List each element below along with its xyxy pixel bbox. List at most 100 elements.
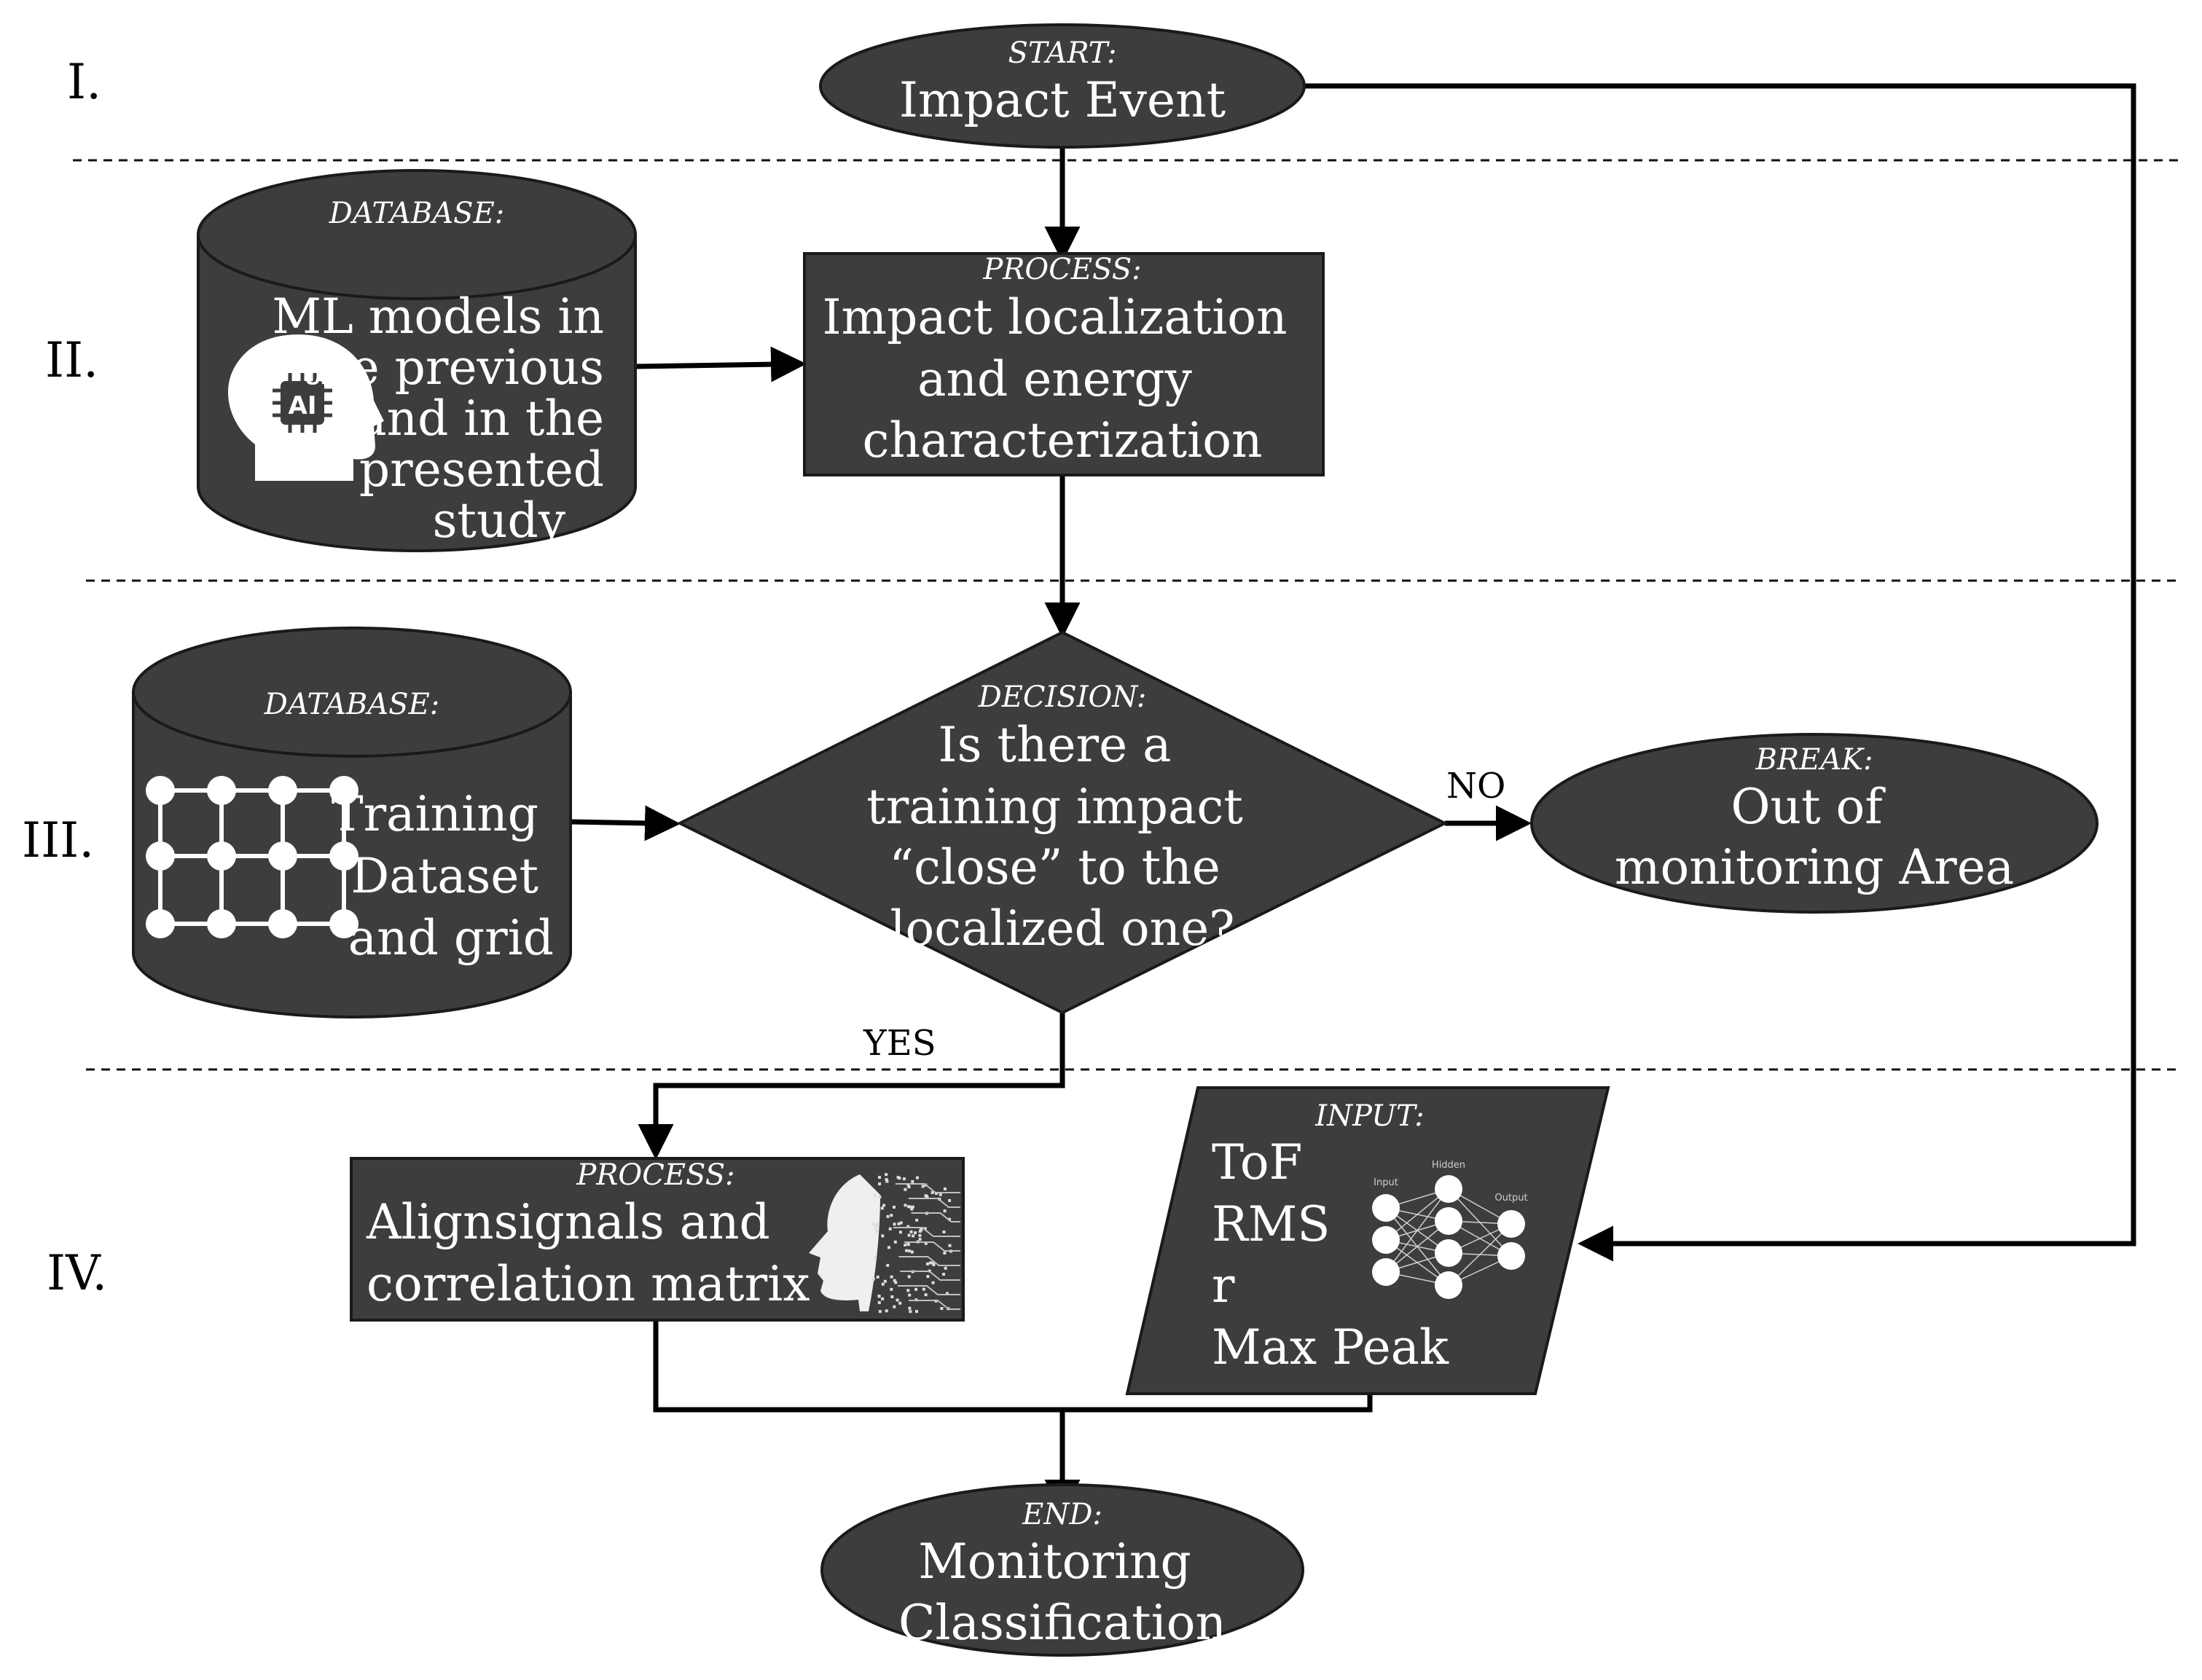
circuit-trace [893,1227,960,1237]
grid-node [268,841,297,871]
face-particle [904,1243,907,1247]
database-training-line-3: and grid [348,910,554,966]
database-models-line-4: presented [359,441,604,498]
nn-output-label: Output [1494,1193,1527,1204]
database-training-line-2: Dataset [350,848,538,904]
grid-icon [146,776,358,938]
face-particle [896,1298,899,1302]
face-particle [881,1282,885,1286]
nn-neuron [1435,1207,1462,1235]
face-particle [893,1279,896,1282]
circuit-trace [898,1256,960,1266]
face-particle [918,1233,922,1237]
stage-label-3: III. [22,812,94,868]
face-particle [874,1226,877,1230]
process-localization-kind-label: PROCESS: [982,253,1141,286]
end-kind-label: END: [1022,1498,1102,1531]
input-kind-label: INPUT: [1314,1099,1424,1133]
face-particle [911,1205,914,1209]
face-particle [914,1287,918,1291]
face-particle [915,1310,918,1314]
face-particle [924,1241,928,1245]
face-particle [939,1193,942,1196]
input-line-2: RMS [1212,1196,1331,1252]
face-particle [942,1273,946,1276]
break-line-2: monitoring Area [1615,839,2014,895]
nn-neuron [1435,1175,1462,1203]
decision-kind-label: DECISION: [978,680,1147,714]
face-particle [932,1263,936,1266]
nn-neuron [1497,1242,1525,1270]
face-particle [871,1222,875,1226]
database-models-line-5: study [433,492,566,549]
face-particle [904,1188,907,1191]
face-particle [885,1179,889,1183]
circuit-trace [908,1198,960,1208]
end-node: END: Monitoring Classification [820,1483,1304,1657]
face-particle [875,1224,879,1228]
face-particle [918,1238,922,1241]
arrow-training-to-decision [570,805,681,841]
circuit-trace [904,1241,960,1252]
nn-edge [1448,1223,1512,1286]
database-training-line-1: Training [332,786,538,842]
face-particle [877,1295,881,1298]
face-particle [908,1293,912,1297]
face-particle [922,1287,925,1291]
face-particle [925,1262,929,1265]
nn-neuron [1435,1271,1462,1299]
face-particle [907,1275,911,1279]
process-align-line-2: correlation matrix [367,1256,810,1312]
face-particle [902,1177,906,1181]
svg-text:Monitoring Classificatio: Monitoring Classification [898,1534,1226,1651]
face-particle [898,1301,902,1305]
decision-line-4: localized one? [890,900,1234,957]
nn-neuron [1372,1226,1400,1254]
face-particle [888,1246,890,1249]
grid-node [146,776,175,805]
grid-node [268,909,297,938]
face-particle [899,1221,903,1225]
face-particle [905,1249,909,1252]
start-node: START: Impact Event [819,23,1306,149]
end-line-1: Monitoring [918,1534,1191,1590]
database-models-node: DATABASE: AI ML models in the previous a… [197,169,637,552]
face-particle [904,1204,907,1207]
arrow-models-to-process [635,346,807,382]
branch-no-label: NO [1446,766,1505,806]
process-localization-line-1: Impact localization [822,289,1287,345]
database-models-line-1: ML models in [272,288,604,345]
nn-neuron [1372,1194,1400,1222]
face-particle [893,1222,896,1226]
face-particle [926,1275,930,1279]
circuit-trace [908,1300,960,1310]
face-particle [885,1309,888,1313]
face-particle [878,1182,882,1185]
grid-node [268,776,297,805]
grid-node [207,776,236,805]
face-particle [893,1305,896,1308]
nn-neuron [1497,1210,1525,1238]
face-particle [931,1281,935,1284]
face-particle [928,1261,932,1265]
grid-node [329,909,358,938]
database-training-node: DATABASE: Training Dataset and grid [132,627,572,1018]
database-training-kind-label: DATABASE: [264,688,440,721]
face-particle [906,1241,910,1245]
svg-text:ToF RMS r Ma: ToF RMS r Max Peak [1212,1134,1449,1375]
svg-text:Is there a training impa: Is there a training impact “close” to th… [866,717,1258,957]
start-kind-label: START: [1008,36,1117,70]
face-particle [885,1173,888,1177]
grid-node [146,841,175,871]
face-particle [944,1266,947,1270]
digital-face-icon [809,1173,960,1314]
face-particle [909,1205,912,1209]
nn-neuron [1372,1258,1400,1286]
process-align-node: PROCESS: Alignsignals and correlation ma… [350,1157,965,1322]
svg-text:Training Dataset a: Training Dataset and grid [332,786,554,966]
face-particle [885,1178,888,1182]
circuit-trace [897,1285,960,1295]
face-particle [874,1256,877,1260]
face-particle [942,1230,946,1233]
break-node: BREAK: Out of monitoring Area [1530,733,2099,914]
